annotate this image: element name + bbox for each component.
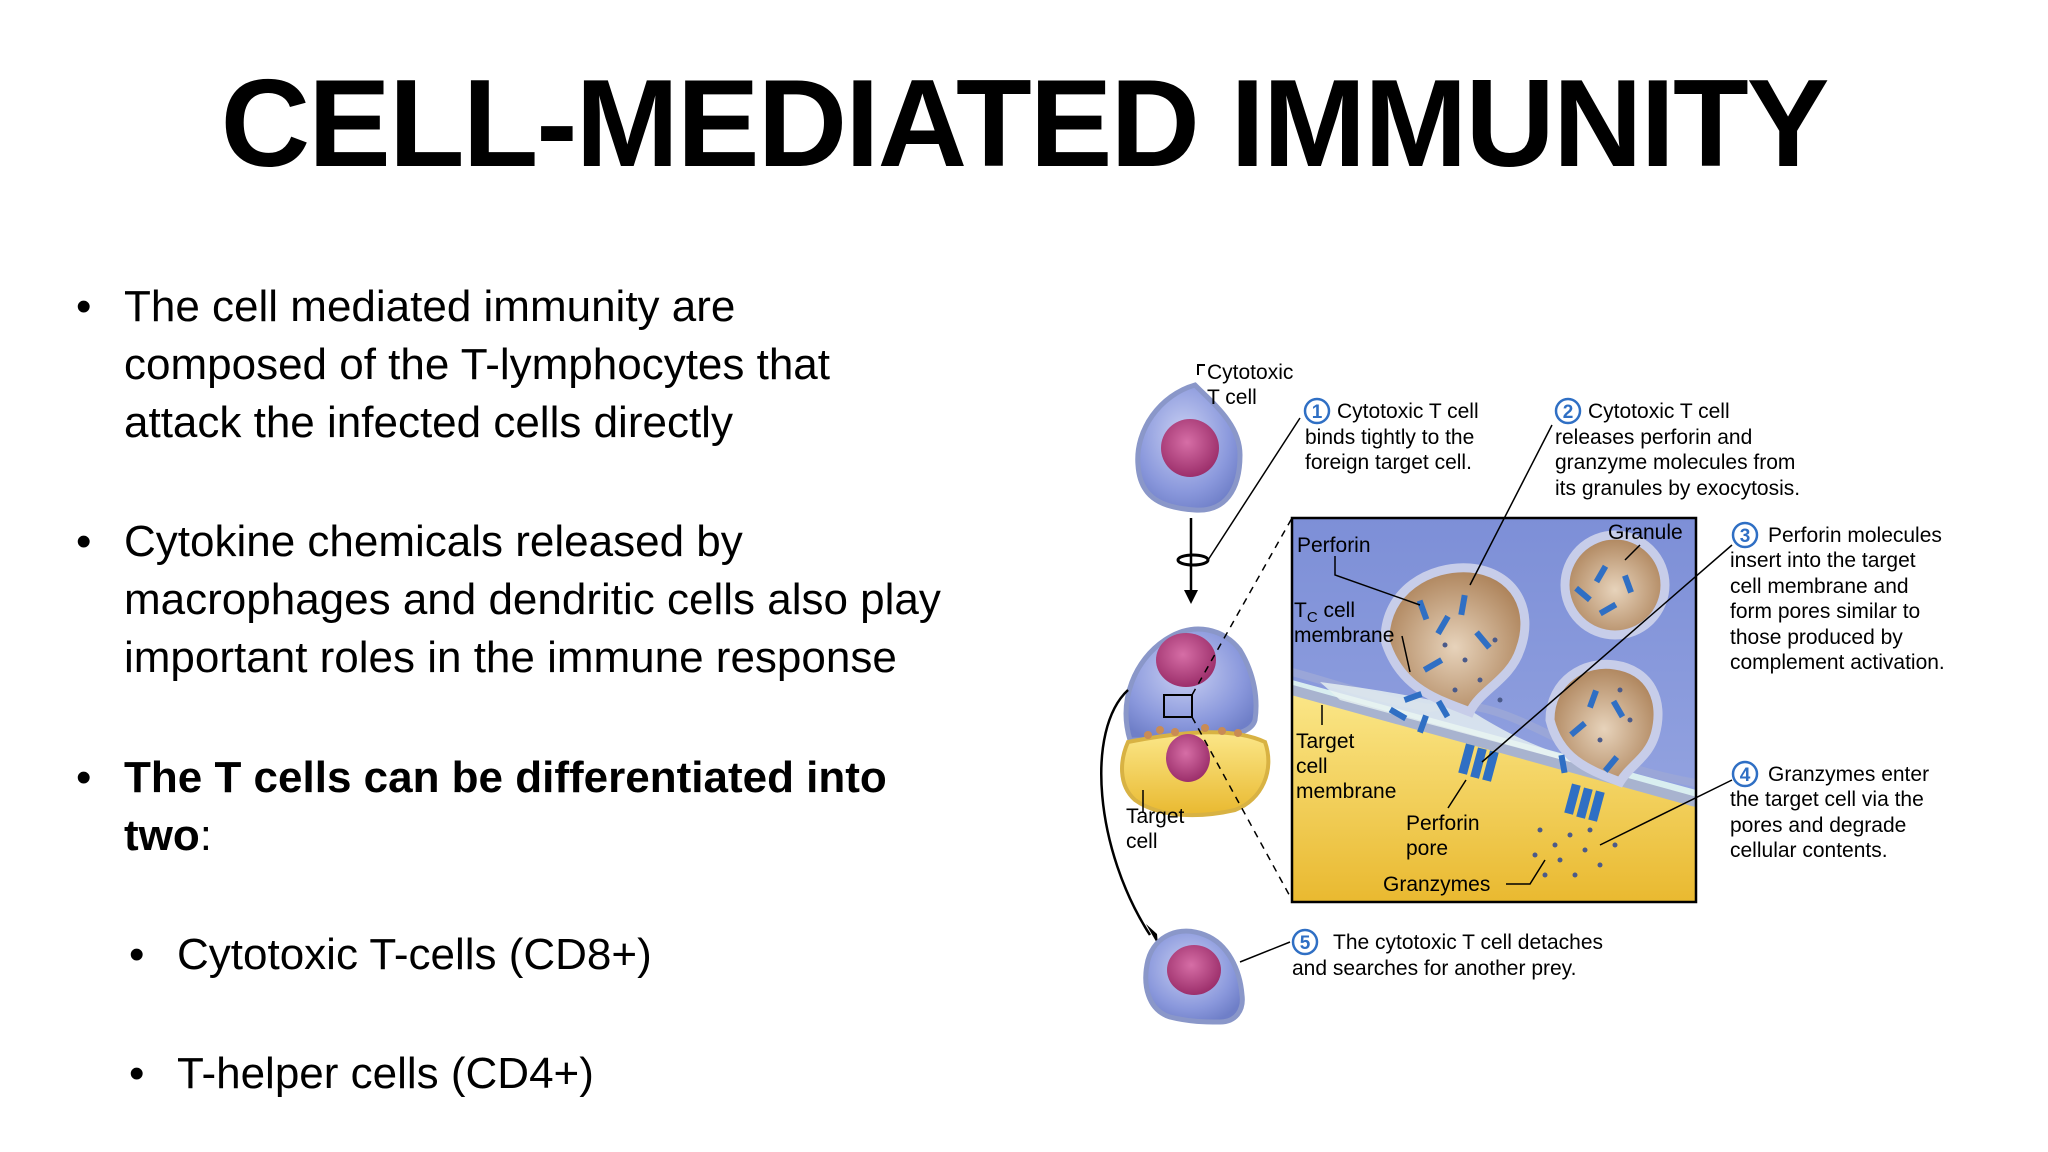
label-perforin: Perforin	[1297, 534, 1371, 557]
svg-text:its granules by exocytosis.: its granules by exocytosis.	[1555, 477, 1800, 500]
slide-title: CELL-MEDIATED IMMUNITY	[220, 55, 1830, 193]
bullet-1: • The cell mediated immunity are compose…	[76, 278, 1084, 452]
cytotoxic-t-cell-bottom	[1143, 928, 1245, 1025]
arrow-head	[1146, 924, 1158, 945]
granzyme-dots	[1442, 637, 1633, 878]
leader-line	[1207, 417, 1301, 561]
curved-arrow	[1100, 689, 1152, 936]
svg-text:granzyme molecules from: granzyme molecules from	[1555, 451, 1795, 474]
leader-line	[1599, 779, 1733, 846]
svg-text:5: 5	[1300, 933, 1311, 954]
bullet-2-line-1: Cytokine chemicals released by	[124, 517, 743, 566]
step-number-icon	[1291, 928, 1319, 956]
t-cell-bound-to-target	[1120, 626, 1271, 818]
step-1-callout: 1 Cytotoxic T cell binds tightly to the …	[1303, 397, 1479, 474]
bullet-dot: •	[76, 282, 92, 331]
cytotoxic-t-cell-top	[1135, 382, 1243, 513]
bullet-1-line-1: The cell mediated immunity are	[124, 282, 736, 331]
label-granule: Granule	[1608, 521, 1683, 544]
svg-text:foreign target cell.: foreign target cell.	[1305, 451, 1472, 474]
step-number-icon	[1731, 760, 1759, 788]
svg-text:those produced by: those produced by	[1730, 626, 1903, 649]
zoom-box-border	[1290, 516, 1698, 904]
step-2-callout: 2 Cytotoxic T cell releases perforin and…	[1554, 397, 1800, 500]
leader-line	[1481, 544, 1733, 763]
bullet-dot: •	[76, 753, 92, 802]
step-number-icon	[1554, 397, 1582, 425]
bullet-3-line-1: The T cells can be differentiated into	[124, 753, 887, 802]
zoom-line	[1191, 517, 1293, 696]
step-5-callout: 5 The cytotoxic T cell detaches and sear…	[1291, 928, 1603, 980]
svg-text:2: 2	[1563, 402, 1574, 423]
svg-text:4: 4	[1740, 765, 1751, 786]
svg-text:releases perforin and: releases perforin and	[1555, 426, 1752, 449]
binding-ring-icon	[1176, 553, 1210, 567]
svg-text:and searches for another prey.: and searches for another prey.	[1292, 957, 1576, 980]
bullet-2-line-2: macrophages and dendritic cells also pla…	[124, 575, 941, 624]
arrow-head	[1184, 590, 1198, 604]
svg-text:pores and degrade: pores and degrade	[1730, 814, 1906, 837]
svg-text:complement activation.: complement activation.	[1730, 651, 1945, 674]
bullet-3: • The T cells can be differentiated into…	[76, 749, 1084, 865]
leader-line	[1447, 779, 1467, 809]
bullet-3-line-2: two:	[124, 811, 212, 860]
bullet-1-line-3: attack the infected cells directly	[124, 398, 733, 447]
svg-text:form pores similar to: form pores similar to	[1730, 600, 1920, 623]
sub-bullet-1: • Cytotoxic T-cells (CD8+)	[129, 926, 652, 984]
leader-line	[1239, 941, 1291, 963]
zoom-line	[1191, 716, 1293, 901]
bullet-2: • Cytokine chemicals released by macroph…	[76, 513, 1084, 687]
step-4-callout: 4 Granzymes enter the target cell via th…	[1730, 760, 1929, 862]
svg-text:3: 3	[1740, 526, 1751, 547]
svg-text:the target cell via the: the target cell via the	[1730, 788, 1924, 811]
perforin-molecules	[1388, 564, 1634, 774]
step-number-icon	[1731, 521, 1759, 549]
step-3-callout: 3 Perforin molecules insert into the tar…	[1730, 521, 1945, 674]
bullet-dot: •	[129, 1049, 145, 1098]
sub-bullet-2: • T-helper cells (CD4+)	[129, 1045, 594, 1103]
bullet-dot: •	[76, 517, 92, 566]
membrane-zoom-box	[1292, 518, 1696, 902]
svg-text:Granzymes enter: Granzymes enter	[1768, 763, 1929, 786]
leader-line	[1624, 544, 1641, 561]
leader-line	[1197, 364, 1205, 375]
label-granzymes: Granzymes	[1383, 873, 1490, 896]
step-number-icon	[1303, 397, 1331, 425]
svg-text:insert into the target: insert into the target	[1730, 549, 1916, 572]
leader-line	[1401, 635, 1411, 673]
leader-line	[1506, 859, 1546, 885]
svg-text:cellular contents.: cellular contents.	[1730, 839, 1888, 862]
svg-text:Cytotoxic T cell: Cytotoxic T cell	[1337, 400, 1479, 423]
bullet-2-line-3: important roles in the immune response	[124, 633, 897, 682]
svg-text:1: 1	[1312, 402, 1323, 423]
svg-text:The cytotoxic T cell detaches: The cytotoxic T cell detaches	[1333, 931, 1603, 954]
svg-text:Cytotoxic T cell: Cytotoxic T cell	[1588, 400, 1730, 423]
bullet-1-line-2: composed of the T-lymphocytes that	[124, 340, 830, 389]
bullet-dot: •	[129, 930, 145, 979]
svg-text:cell membrane and: cell membrane and	[1730, 575, 1909, 598]
svg-text:Perforin molecules: Perforin molecules	[1768, 524, 1942, 547]
svg-text:binds tightly to the: binds tightly to the	[1305, 426, 1474, 449]
bullet-list: • The cell mediated immunity are compose…	[76, 278, 1084, 1103]
leader-line	[1469, 424, 1553, 586]
leader-line	[1334, 556, 1421, 606]
